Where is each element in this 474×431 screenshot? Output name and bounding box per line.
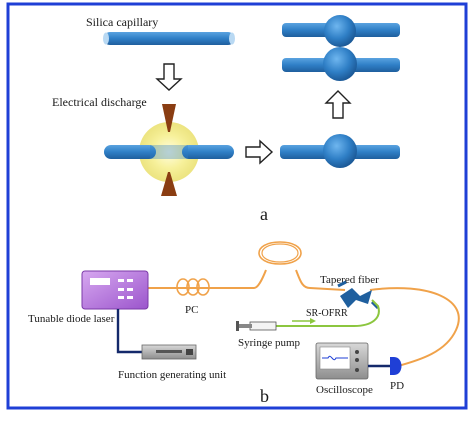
laser-knob-5: [118, 296, 124, 299]
pc-paddle-2: [186, 278, 200, 296]
laser-knob-4: [127, 288, 133, 291]
orange-fiber-main: [148, 269, 346, 291]
green-tube: [276, 299, 380, 327]
function-generator-slot: [156, 350, 182, 353]
function-generator-buttons: [186, 349, 193, 355]
flow-arrow-head: [310, 318, 316, 324]
sr-ofrr-label: SR-OFRR: [306, 308, 348, 319]
panel-b-label: b: [260, 386, 269, 406]
hollow-down-arrow: [155, 63, 183, 91]
double-bubble-lower: [323, 47, 357, 81]
fiber-coil-inner: [261, 243, 299, 263]
laser-display: [90, 278, 110, 285]
photodetector: [390, 357, 402, 375]
oscilloscope-knob-2: [355, 358, 359, 362]
syringe-pump-label: Syringe pump: [238, 337, 301, 349]
tapered-fiber-arm-2: [370, 300, 380, 310]
laser-knob-6: [127, 296, 133, 299]
syringe-barrel: [249, 321, 277, 331]
laser-knob-2: [127, 279, 133, 282]
function-generating-unit-label: Function generating unit: [118, 369, 226, 381]
laser-knob-1: [118, 279, 124, 282]
fiber-coil: [258, 241, 302, 265]
pd-label: PD: [390, 380, 404, 392]
tapered-fiber-label: Tapered fiber: [320, 274, 379, 286]
discharge-glow: [139, 122, 199, 182]
hollow-up-arrow: [324, 90, 352, 119]
tapered-fiber-arm-1: [337, 280, 347, 288]
navy-control-wire: [116, 309, 142, 354]
cropped-caption-strip: [0, 414, 474, 431]
oscilloscope-knob-3: [355, 368, 359, 372]
capillary-end-right: [229, 32, 235, 45]
oscilloscope-label: Oscilloscope: [316, 384, 373, 396]
oscilloscope-trace: [322, 355, 348, 361]
syringe-plunger: [238, 324, 252, 328]
figure-border: [6, 2, 468, 410]
discharge-capillary-right: [182, 145, 234, 159]
pc-label: PC: [185, 304, 198, 316]
top-electrode: [162, 104, 176, 132]
panel-a-label: a: [260, 204, 268, 224]
capillary-end-left: [103, 32, 109, 45]
silica-capillary-tube: [104, 32, 234, 45]
tunable-diode-laser-box: [81, 270, 149, 310]
electrical-discharge-label: Electrical discharge: [52, 95, 147, 109]
oscilloscope-knob-1: [355, 350, 359, 354]
oscilloscope-screen: [319, 346, 351, 370]
double-bubble-upper: [324, 15, 356, 47]
bottom-electrode: [161, 172, 177, 196]
pc-paddle-3: [196, 278, 210, 296]
laser-knob-3: [118, 288, 124, 291]
silica-capillary-label: Silica capillary: [86, 15, 158, 29]
discharge-capillary-left: [104, 145, 156, 159]
pc-paddle-1: [176, 278, 190, 296]
discharge-capillary-middle: [150, 145, 188, 159]
orange-fiber-return: [369, 287, 460, 367]
hollow-right-arrow: [245, 139, 274, 165]
single-bubble: [323, 134, 357, 168]
syringe-plunger-end: [236, 321, 239, 331]
tapered-fiber-clamp: [340, 288, 372, 308]
tunable-diode-laser-label: Tunable diode laser: [28, 313, 115, 325]
